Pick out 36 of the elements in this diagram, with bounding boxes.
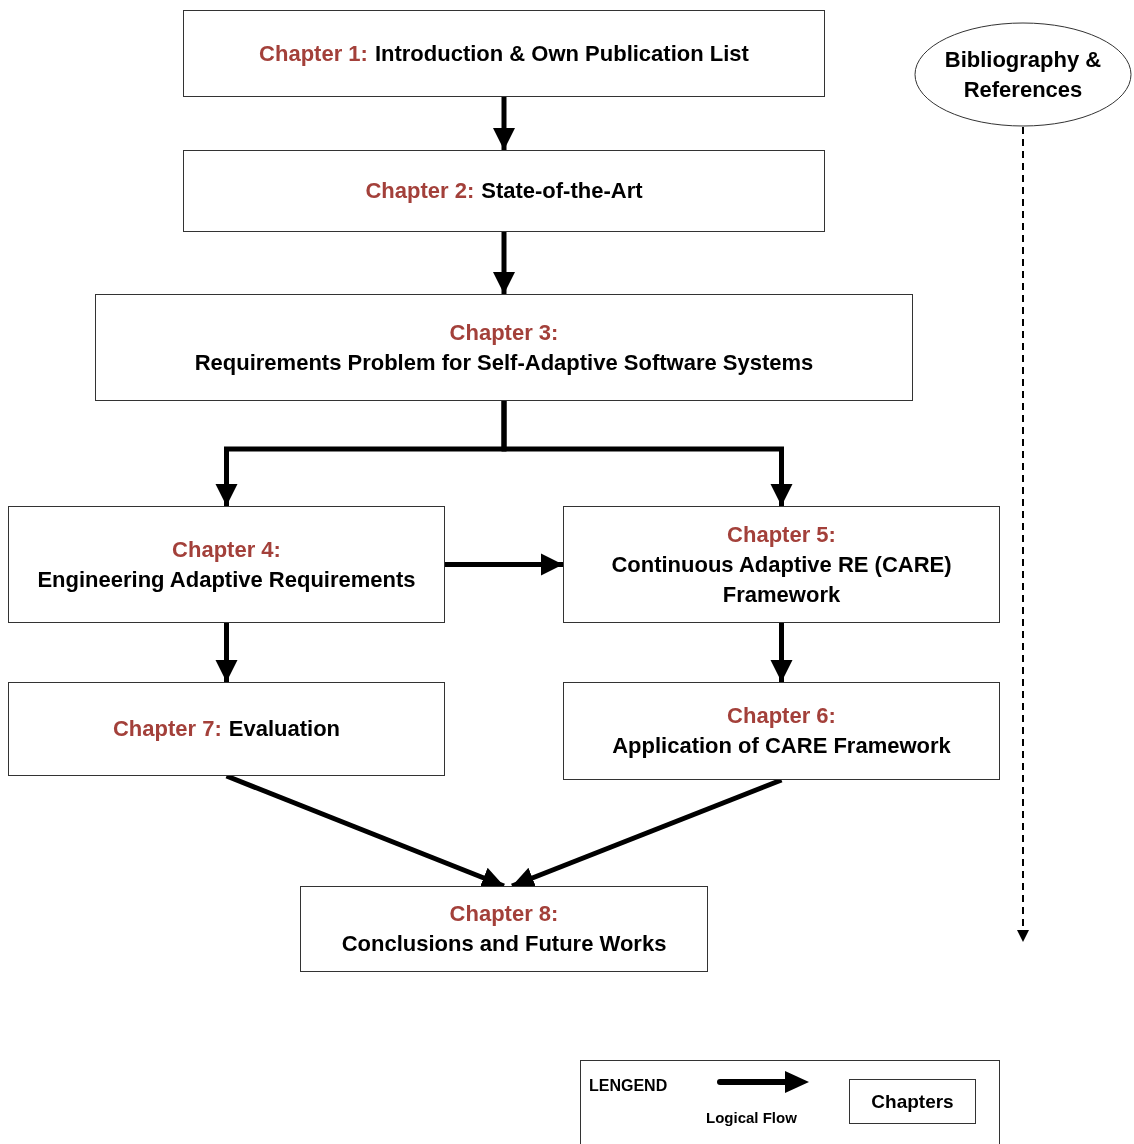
chapter-number: Chapter 7: <box>112 715 222 743</box>
chapter-box <box>183 10 825 97</box>
chapter-number: Chapter 3: <box>449 318 559 347</box>
chapter-title: Introduction & Own Publication List <box>374 39 749 68</box>
chapter-title: Engineering Adaptive Requirements <box>37 565 416 594</box>
chapter-number: Chapter 8: <box>449 900 559 928</box>
chapter-title: Conclusions and Future Works <box>341 930 667 958</box>
chapter-box <box>300 886 708 972</box>
arrow <box>493 232 515 294</box>
legend-label: Logical Flow <box>706 1109 797 1126</box>
chapter-number: Chapter 1: <box>259 39 368 68</box>
chapter-number: Chapter 2: <box>365 177 475 205</box>
dashed-arrow <box>1017 126 1029 943</box>
chapter-box <box>95 294 913 401</box>
chapter-box <box>183 150 825 232</box>
chapter-box <box>563 506 1000 623</box>
chapter-title: Requirements Problem for Self-Adaptive Software Systems <box>194 348 814 377</box>
arrow <box>215 623 238 682</box>
chapter-number: Chapter 5: <box>727 520 836 549</box>
legend-heading: LENGEND <box>589 1077 668 1095</box>
chapter-title: Continuous Adaptive RE (CARE) Framework <box>610 550 953 609</box>
chapter-title: Bibliography & References <box>943 45 1103 104</box>
arrow <box>445 553 563 576</box>
chapter-title: Application of CARE Framework <box>612 732 951 760</box>
chapter-box <box>8 506 445 623</box>
chapter-box <box>8 682 445 776</box>
chapter-box-sample: Chapters <box>849 1079 976 1124</box>
chapter-number: Chapter 6: <box>727 702 836 730</box>
ellipse-node <box>914 22 1132 127</box>
chapter-title: State-of-the-Art <box>481 177 643 205</box>
arrow <box>770 623 793 682</box>
chapter-title: Evaluation <box>228 715 340 743</box>
chapter-number: Chapter 4: <box>172 535 281 564</box>
chapter-box <box>563 682 1000 780</box>
arrow <box>501 401 793 506</box>
arrow <box>493 97 515 150</box>
